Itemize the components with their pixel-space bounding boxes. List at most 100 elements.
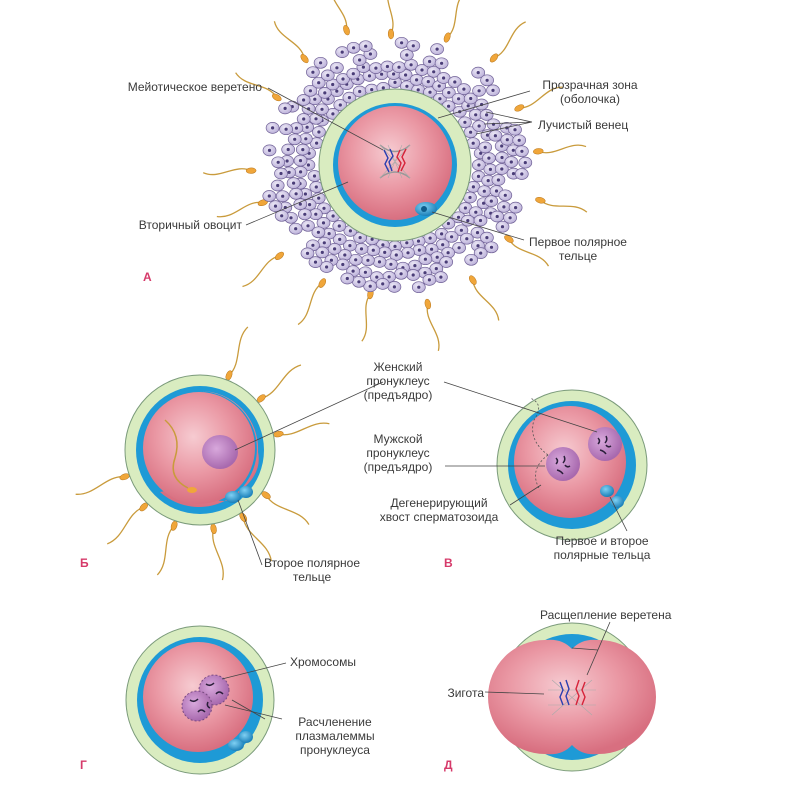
label-secondary-oocyte: Вторичный овоцит: [138, 218, 242, 232]
corona-cell-nucleus: [489, 245, 494, 249]
corona-cell-nucleus: [427, 278, 431, 282]
corona-cell-nucleus: [487, 156, 491, 160]
corona-cell-nucleus: [299, 170, 303, 174]
corona-cell-nucleus: [281, 194, 285, 198]
corona-cell-nucleus: [523, 161, 527, 165]
label-polars-line2: полярные тельца: [553, 548, 651, 562]
corona-cell-nucleus: [466, 104, 470, 108]
corona-cell-nucleus: [417, 248, 421, 252]
label-membrane-fragmentation: Расчленение плазмалеммы пронуклеуса: [280, 715, 390, 757]
corona-cell-nucleus: [303, 192, 307, 196]
corona-cell-nucleus: [363, 270, 367, 274]
corona-cell-nucleus: [341, 77, 345, 81]
corona-cell-nucleus: [494, 189, 499, 193]
sperm-tail: [273, 21, 306, 59]
chromosomes-g: [189, 682, 224, 713]
corona-cell-nucleus: [298, 202, 302, 206]
corona-cell-nucleus: [489, 199, 493, 203]
label-meiotic-spindle: Мейотическое веретено: [127, 80, 262, 94]
corona-cell-nucleus: [358, 236, 362, 240]
sperm-head: [504, 235, 514, 243]
corona-cell-nucleus: [331, 214, 335, 218]
corona-cell-nucleus: [387, 275, 391, 279]
corona-cell-nucleus: [298, 159, 303, 163]
second-polar-body-b2: [239, 486, 253, 498]
sperm-head: [343, 25, 350, 36]
polar-body-v1: [600, 485, 614, 497]
sperm-head: [535, 197, 546, 204]
corona-cell-nucleus: [493, 134, 497, 138]
corona-cell-nucleus: [305, 251, 310, 255]
sperm-tail: [297, 282, 323, 326]
corona-cell-nucleus: [420, 68, 424, 72]
corona-cell-nucleus: [456, 215, 461, 219]
corona-cell-nucleus: [447, 91, 451, 95]
corona-cell-nucleus: [435, 47, 439, 51]
corona-cell-nucleus: [335, 89, 339, 93]
panel-a: [202, 0, 588, 352]
pronucleus-g2: [181, 690, 213, 722]
label-first-polar-body: Первое полярное тельце: [518, 235, 638, 263]
corona-cell-nucleus: [511, 148, 515, 152]
corona-cell-nucleus: [416, 239, 421, 243]
corona-cell-nucleus: [366, 258, 370, 262]
corona-cell-nucleus: [469, 258, 473, 262]
sperm-tail: [446, 0, 461, 38]
label-corona-radiata: Лучистый венец: [538, 118, 629, 132]
corona-cell-nucleus: [381, 282, 385, 286]
corona-cell-nucleus: [505, 138, 509, 142]
sperm-tail: [228, 326, 249, 376]
corona-cell-nucleus: [347, 96, 351, 100]
label-zona-pellucida: Прозрачная зона (оболочка): [530, 78, 650, 106]
corona-cell-nucleus: [286, 147, 290, 152]
corona-cell-nucleus: [370, 237, 374, 241]
corona-cell-nucleus: [457, 97, 461, 101]
corona-cell-nucleus: [469, 130, 473, 134]
corona-cell-nucleus: [374, 66, 378, 70]
corona-cell-nucleus: [459, 228, 463, 232]
corona-cell-nucleus: [357, 280, 361, 284]
corona-cell-nucleus: [411, 273, 415, 277]
corona-cell-nucleus: [468, 195, 472, 200]
sperm-tail: [156, 525, 175, 576]
corona-cell-nucleus: [437, 84, 441, 88]
corona-cell-nucleus: [331, 82, 335, 87]
corona-cell-nucleus: [415, 78, 419, 82]
corona-cell-nucleus: [311, 70, 315, 74]
corona-cell-nucleus: [444, 260, 448, 264]
corona-cell-nucleus: [308, 89, 312, 93]
corona-cell-nucleus: [450, 235, 454, 239]
corona-cell-nucleus: [371, 248, 375, 252]
label-first-polar-line2: тельце: [558, 249, 598, 263]
corona-cell-nucleus: [364, 44, 368, 48]
corona-cell-nucleus: [293, 137, 297, 141]
corona-cell-nucleus: [463, 206, 467, 210]
label-polar2-line1: Второе полярное: [263, 556, 361, 570]
corona-cell-nucleus: [405, 53, 409, 57]
corona-cell-nucleus: [368, 52, 372, 56]
meiotic-spindle-a: [379, 144, 411, 179]
corona-cell-nucleus: [463, 120, 467, 124]
corona-cell-nucleus: [495, 214, 499, 219]
corona-cell-nucleus: [316, 230, 320, 234]
corona-cell-nucleus: [399, 272, 403, 276]
corona-cell-nucleus: [411, 44, 415, 48]
corona-cell-nucleus: [321, 221, 326, 225]
second-polar-body-b1: [225, 491, 241, 503]
corona-cell-nucleus: [479, 251, 483, 255]
sperm-head: [514, 104, 525, 112]
sperm-cells-a: [202, 0, 588, 352]
sperm-head: [443, 32, 451, 43]
sperm-tail: [242, 255, 280, 288]
corona-cell-nucleus: [273, 204, 278, 208]
corona-cell-nucleus: [377, 260, 382, 264]
corona-cell-nucleus: [385, 64, 389, 69]
corona-cell-nucleus: [306, 163, 310, 167]
corona-cell-nucleus: [393, 244, 397, 248]
corona-cell-nucleus: [314, 212, 318, 216]
sperm-tail: [260, 364, 302, 400]
corona-cell-nucleus: [284, 127, 288, 131]
corona-cell-nucleus: [428, 90, 432, 94]
label-membrane-line1: Расчленение: [298, 715, 372, 729]
